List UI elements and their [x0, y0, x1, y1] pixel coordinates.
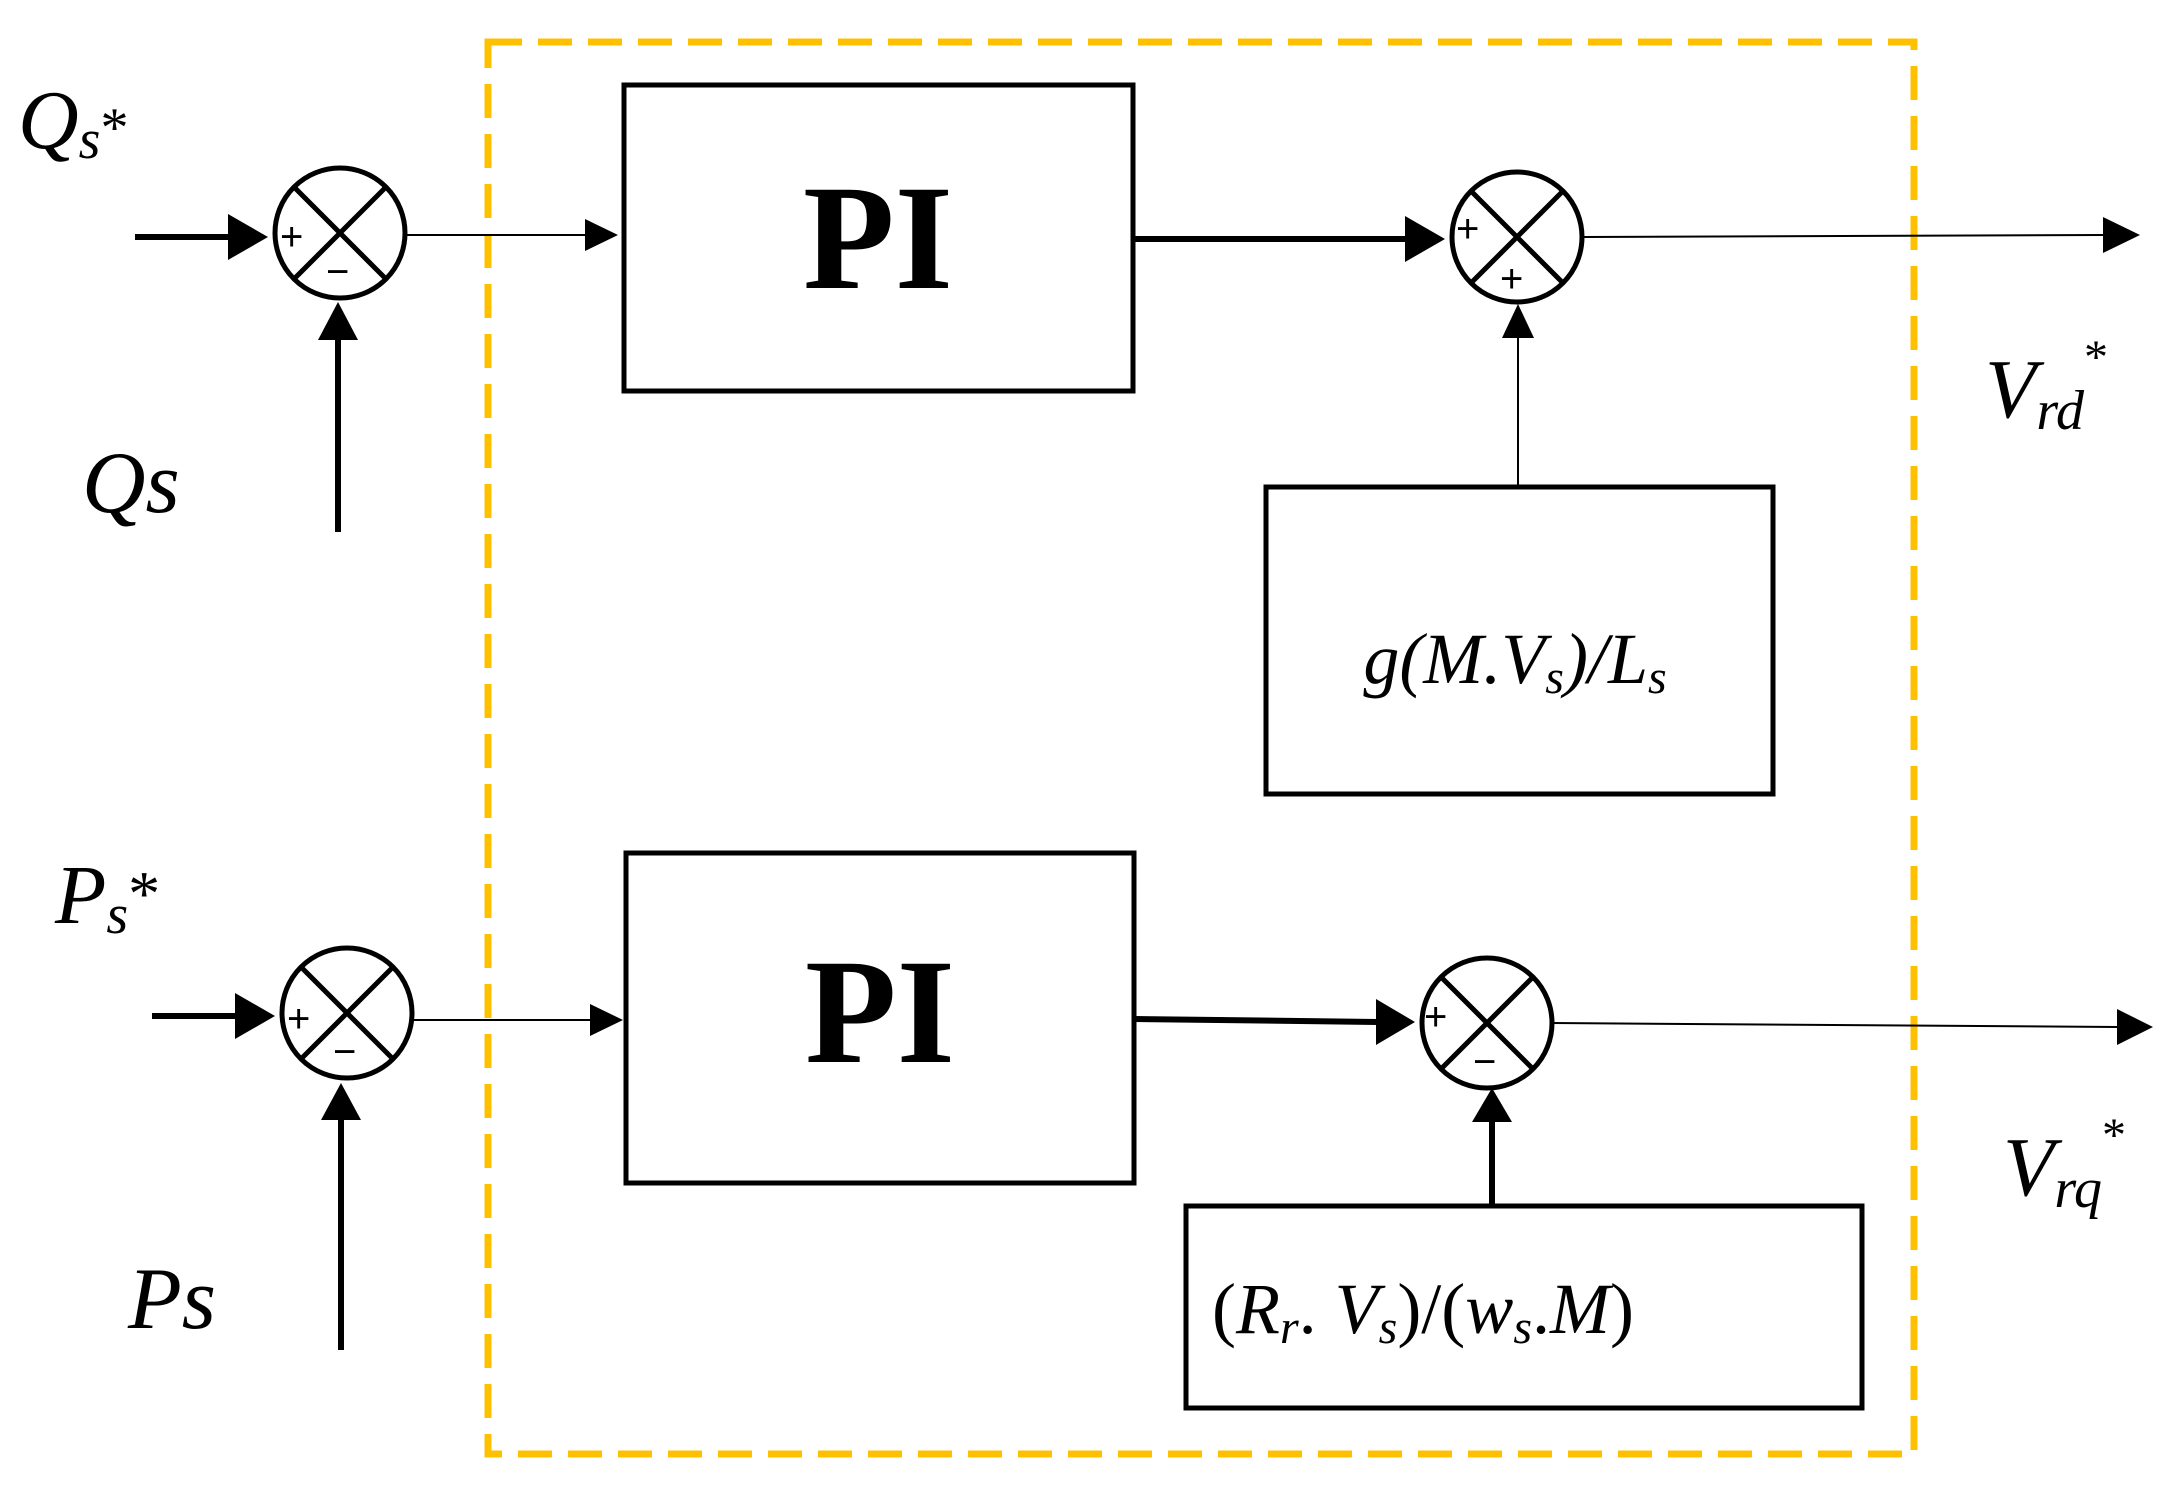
ff-bot-dot: . [1299, 1269, 1335, 1349]
p-ref-label: Ps* [54, 849, 160, 946]
vrq-output-wire [1552, 1009, 2153, 1045]
p-ref-sup: * [128, 858, 160, 929]
sum2-plus-sign-left: + [1456, 207, 1479, 251]
p-meas-arrow [321, 1083, 361, 1350]
ff-bot-dot2: . [1532, 1269, 1550, 1349]
feedforward-block-top: g(M.Vs)/Ls [1263, 484, 1776, 797]
vrq-output-label: Vrq* [2003, 1109, 2126, 1220]
sum-junction-p-error: + − [279, 945, 415, 1081]
q-ref-sub: s [79, 109, 101, 171]
svg-text:(Rr. Vs)/(ws.M): (Rr. Vs)/(ws.M) [1212, 1269, 1634, 1354]
vrq-base: V [2003, 1121, 2063, 1214]
ff-bottom-wire [1472, 1088, 1512, 1206]
p-ref-sub: s [106, 884, 128, 946]
ff-bot-w: w [1465, 1269, 1513, 1349]
q-meas-arrow [318, 302, 358, 532]
vrd-output-wire [1582, 217, 2140, 253]
vrd-sub: rd [2036, 380, 2085, 442]
pi-top-output-wire [1135, 216, 1445, 262]
pi-controller-bottom: PI [623, 850, 1137, 1186]
ff-bot-close: ) [1610, 1269, 1634, 1349]
ff-top-wire [1502, 304, 1534, 487]
sum-junction-q-error: + − [272, 165, 408, 301]
ff-bot-V: V [1335, 1269, 1386, 1349]
sum3-minus-sign: − [333, 1030, 356, 1074]
ff-top-close: )/ [1560, 619, 1614, 699]
ff-bot-R: R [1235, 1269, 1280, 1349]
ff-bot-M: M [1549, 1269, 1614, 1349]
pi-bottom-label: PI [805, 929, 955, 1095]
ff-top-V-sub: s [1545, 651, 1564, 704]
vrd-sup: * [2084, 331, 2108, 384]
sum1-plus-sign: + [280, 215, 303, 259]
ff-top-g: g( [1363, 619, 1427, 699]
vrq-sup: * [2102, 1109, 2126, 1162]
controller-frame [484, 38, 1918, 1458]
p-ref-arrow [152, 993, 275, 1039]
sum4-plus-sign: + [1424, 995, 1447, 1039]
svg-text:g(M.Vs)/Ls: g(M.Vs)/Ls [1363, 619, 1666, 704]
ff-bot-V-sub: s [1379, 1301, 1398, 1354]
q-ref-sup: * [100, 97, 128, 159]
sum-junction-vrq: + − [1419, 955, 1555, 1091]
q-ref-arrow [135, 214, 268, 260]
ff-top-L: L [1607, 619, 1648, 699]
ff-top-V: V [1501, 619, 1552, 699]
ff-bot-open: ( [1212, 1269, 1236, 1349]
pi-top-label: PI [803, 155, 953, 321]
ff-bot-w-sub: s [1513, 1301, 1532, 1354]
vrq-sub: rq [2054, 1158, 2102, 1220]
sum-junction-vrd: + + [1449, 169, 1585, 305]
pi-bottom-output-wire [1134, 999, 1415, 1045]
ff-top-L-sub: s [1648, 651, 1667, 704]
p-ref-base: P [54, 849, 106, 942]
sum2-plus-sign-bottom: + [1500, 257, 1523, 301]
q-ref-base: Q [18, 74, 79, 167]
vrd-base: V [1985, 343, 2045, 436]
q-meas-label: Qs [82, 435, 180, 532]
vrd-output-label: Vrd* [1985, 331, 2108, 442]
p-error-wire [412, 1004, 623, 1036]
feedforward-block-bottom: (Rr. Vs)/(ws.M) [1183, 1203, 1865, 1411]
sum1-minus-sign: − [326, 250, 349, 294]
ff-bot-R-sub: r [1280, 1301, 1299, 1354]
ff-top-dot: . [1483, 619, 1501, 699]
pi-controller-top: PI [621, 82, 1136, 394]
ff-top-M: M [1422, 619, 1487, 699]
q-error-wire [405, 219, 618, 251]
sum4-minus-sign: − [1473, 1040, 1496, 1084]
sum3-plus-sign: + [287, 997, 310, 1041]
q-ref-label: Qs* [18, 74, 128, 171]
p-meas-label: Ps [127, 1251, 216, 1348]
ff-bot-mid: )/( [1397, 1269, 1465, 1349]
